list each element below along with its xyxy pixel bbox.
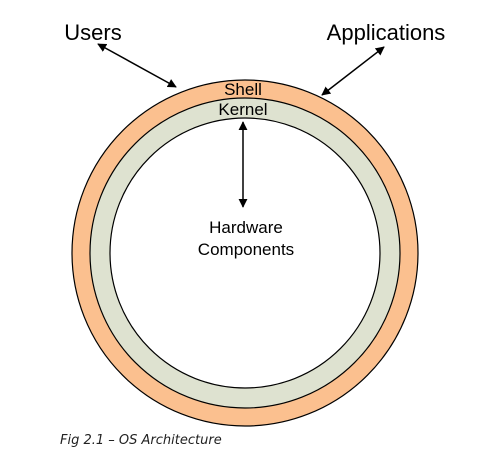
hardware-core [109, 117, 381, 389]
figure-caption: Fig 2.1 – OS Architecture [60, 433, 222, 448]
applications-arrow [321, 46, 385, 96]
hardware-label-line2: Components [198, 240, 294, 259]
kernel-label: Kernel [218, 100, 267, 119]
users-label: Users [64, 20, 121, 45]
hardware-label-line1: Hardware [209, 218, 283, 237]
shell-label: Shell [224, 80, 262, 99]
users-arrow [97, 43, 177, 88]
applications-label: Applications [327, 20, 446, 45]
